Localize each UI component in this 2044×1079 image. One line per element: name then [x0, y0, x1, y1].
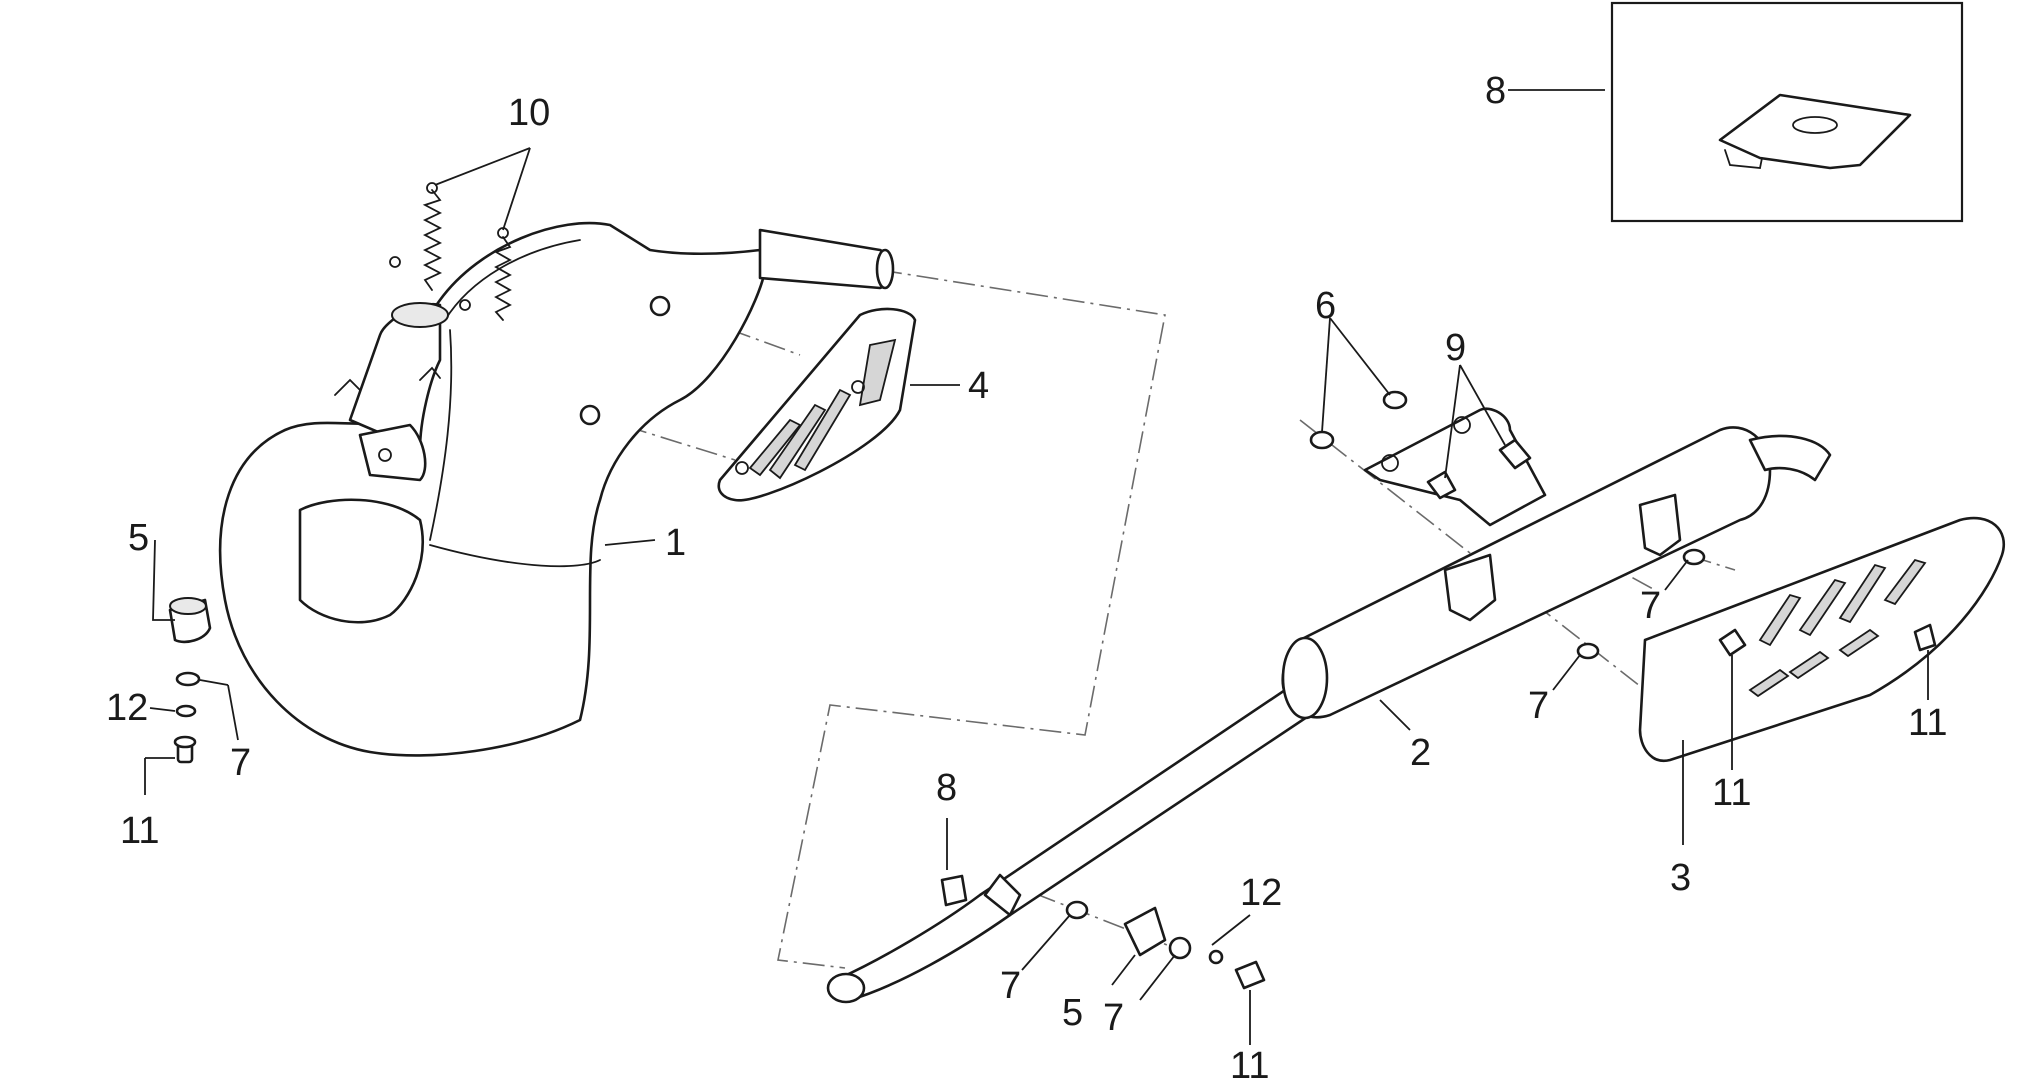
- callout-7-bottom-b: 7: [1103, 997, 1124, 1039]
- callouts: 1 2 3 4 5 5 6 7 7 7 7 7 8 8 9 10 11 11 1…: [106, 70, 1947, 1079]
- callout-1: 1: [665, 522, 686, 564]
- leader-lines: [144, 89, 1929, 1045]
- inset-clip-detail: [1610, 1, 1964, 223]
- callout-11-right: 11: [1908, 702, 1947, 744]
- callout-11-left: 11: [120, 810, 159, 852]
- callout-9: 9: [1445, 327, 1466, 369]
- callout-5-left: 5: [128, 517, 149, 559]
- callout-12-bottom: 12: [1240, 872, 1282, 914]
- callout-11-mid: 11: [1712, 772, 1751, 814]
- callout-8-inset: 8: [1485, 70, 1506, 112]
- callout-10: 10: [508, 92, 550, 134]
- callout-12-left: 12: [106, 687, 148, 729]
- callout-7-right-b: 7: [1528, 685, 1549, 727]
- callout-6: 6: [1315, 285, 1336, 327]
- callout-11-bottom: 11: [1230, 1045, 1269, 1079]
- heat-shield-part-3: [1638, 516, 2005, 763]
- callout-3: 3: [1670, 857, 1691, 899]
- callout-7-right-a: 7: [1640, 585, 1661, 627]
- callout-7-left: 7: [230, 742, 251, 784]
- left-fastener-stack: [168, 597, 212, 764]
- callout-5-bottom: 5: [1062, 992, 1083, 1034]
- expansion-chamber-part-1: [218, 221, 895, 757]
- callout-2: 2: [1410, 732, 1431, 774]
- assembly-lines: [589, 269, 1736, 969]
- callout-4: 4: [968, 365, 989, 407]
- right-hardware: [1065, 390, 1937, 990]
- callout-8-clip: 8: [936, 767, 957, 809]
- heat-shield-part-4: [579, 295, 917, 502]
- callout-7-bottom-a: 7: [1000, 965, 1021, 1007]
